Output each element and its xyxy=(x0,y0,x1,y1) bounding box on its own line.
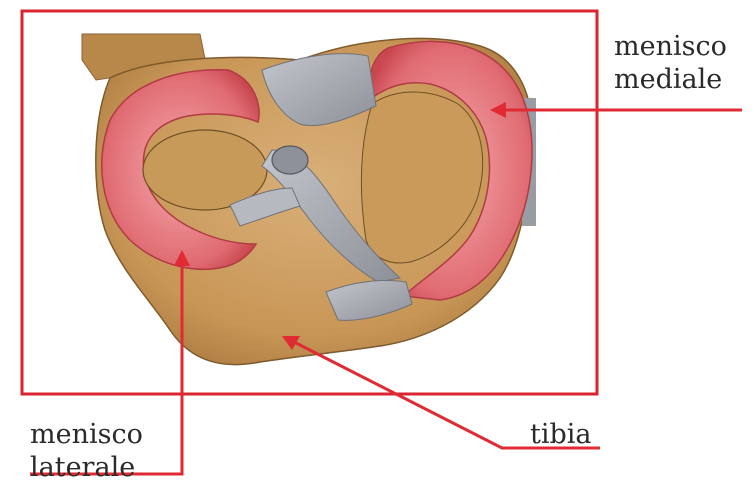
label-lateral-line2: laterale xyxy=(30,451,143,484)
label-tibia: tibia xyxy=(530,418,592,451)
label-lateral-line1: menisco xyxy=(30,418,143,451)
ligament-stump xyxy=(272,146,308,174)
label-medial-line1: menisco xyxy=(614,30,727,63)
label-medial-meniscus: menisco mediale xyxy=(614,30,727,96)
label-medial-line2: mediale xyxy=(614,63,727,96)
label-lateral-meniscus: menisco laterale xyxy=(30,418,143,484)
label-tibia-text: tibia xyxy=(530,418,592,451)
